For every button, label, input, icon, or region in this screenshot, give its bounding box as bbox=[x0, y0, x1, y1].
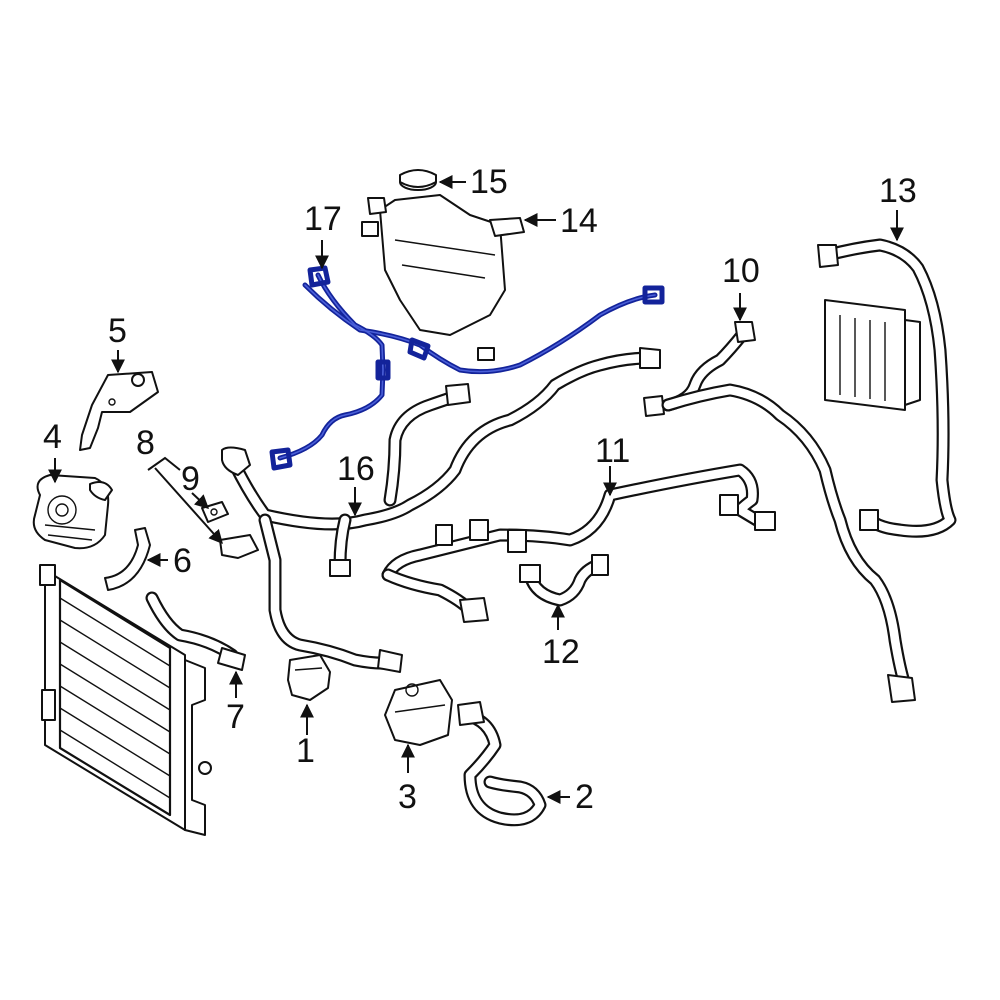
radiator bbox=[39, 564, 212, 836]
part-3-valve[interactable] bbox=[384, 679, 453, 746]
part-4-water-pump[interactable] bbox=[32, 474, 113, 550]
callout-14[interactable]: 14 bbox=[560, 202, 598, 240]
callout-13[interactable]: 13 bbox=[879, 172, 917, 210]
callout-9[interactable]: 9 bbox=[181, 460, 200, 498]
right-hose-assembly[interactable] bbox=[661, 383, 916, 703]
callout-10[interactable]: 10 bbox=[722, 252, 760, 290]
part-12-hose[interactable] bbox=[519, 554, 609, 607]
part-5-bracket[interactable] bbox=[79, 371, 159, 451]
leader-lines bbox=[48, 175, 904, 804]
part-11-hose[interactable] bbox=[381, 463, 776, 623]
part-2-hose[interactable] bbox=[457, 701, 547, 827]
part-6-clamp[interactable] bbox=[104, 527, 151, 591]
callout-labels: 1 2 3 4 5 6 7 8 9 10 11 12 13 14 15 16 1… bbox=[43, 163, 917, 816]
callout-11[interactable]: 11 bbox=[595, 432, 630, 470]
part-7-hose[interactable] bbox=[145, 591, 246, 671]
callout-8[interactable]: 8 bbox=[136, 424, 155, 462]
part-17-hose[interactable] bbox=[269, 265, 665, 471]
callout-3[interactable]: 3 bbox=[398, 778, 417, 816]
part-16-hose-assembly[interactable] bbox=[221, 347, 661, 673]
callout-1[interactable]: 1 bbox=[296, 732, 315, 770]
callout-7[interactable]: 7 bbox=[226, 698, 245, 736]
heater-block bbox=[824, 299, 921, 411]
part-1-fitting[interactable] bbox=[287, 654, 331, 701]
part-8-fitting[interactable] bbox=[219, 534, 259, 559]
callout-4[interactable]: 4 bbox=[43, 418, 62, 456]
callout-6[interactable]: 6 bbox=[173, 542, 192, 580]
callout-17[interactable]: 17 bbox=[304, 200, 342, 238]
callout-2[interactable]: 2 bbox=[575, 778, 594, 816]
callout-12[interactable]: 12 bbox=[542, 633, 580, 671]
callout-15[interactable]: 15 bbox=[470, 163, 508, 201]
callout-16[interactable]: 16 bbox=[337, 450, 375, 488]
callout-5[interactable]: 5 bbox=[108, 312, 127, 350]
part-13-hose[interactable] bbox=[817, 238, 957, 538]
part-15-cap[interactable] bbox=[399, 169, 437, 191]
part-14-expansion-tank[interactable] bbox=[361, 194, 525, 361]
